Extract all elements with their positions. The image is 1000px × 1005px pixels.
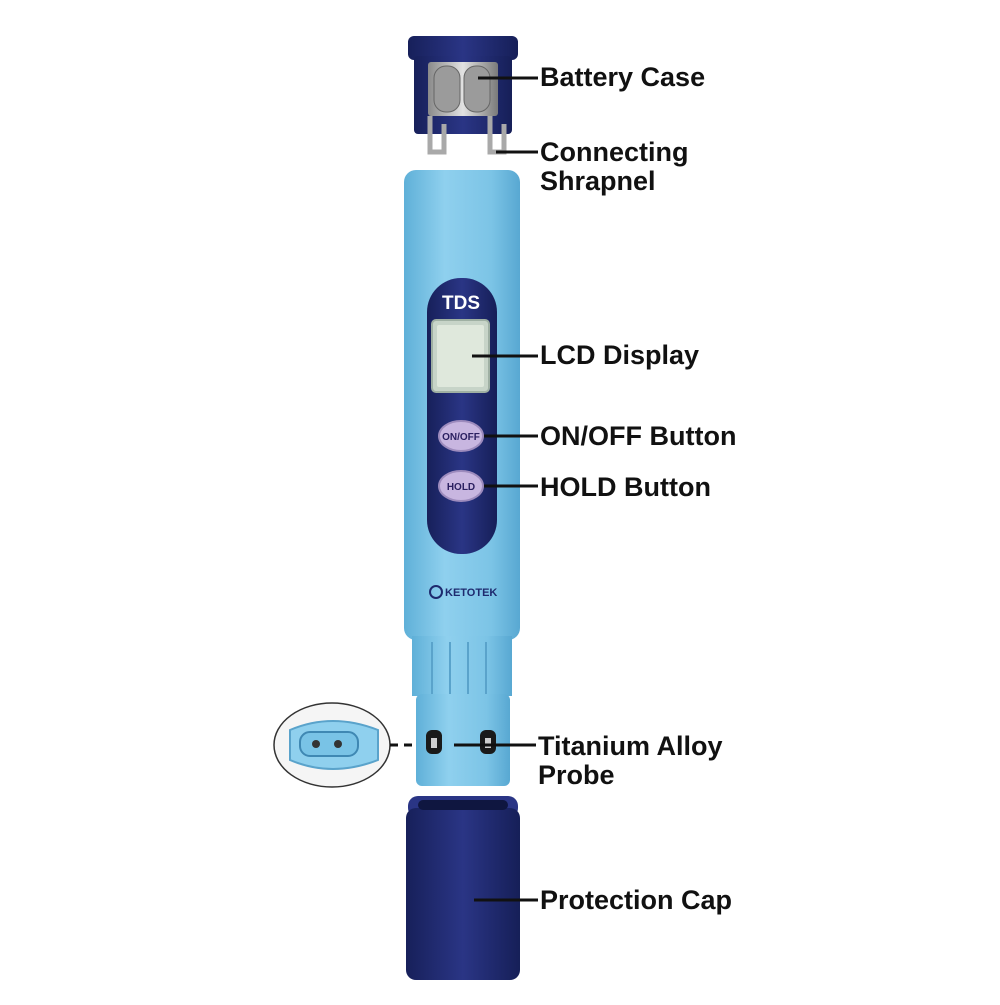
callout-protection-cap: Protection Cap — [540, 886, 732, 915]
callout-line: Protection Cap — [540, 885, 733, 915]
callout-line: Probe — [538, 760, 615, 790]
leader-lines — [454, 76, 538, 902]
on-off-button-label: ON/OFF — [442, 432, 480, 443]
callout-battery-case: Battery Case — [540, 63, 705, 92]
callout-line: Titanium Alloy — [538, 731, 723, 761]
callout-line: LCD Display — [540, 340, 700, 370]
protection-cap — [406, 796, 520, 980]
callout-line: HOLD Button — [540, 472, 711, 502]
meter-body — [404, 170, 520, 640]
callout-lcd-display: LCD Display — [540, 341, 699, 370]
callout-line: Battery Case — [540, 62, 706, 92]
meter-label: TDS — [442, 293, 480, 314]
callout-line: Connecting — [540, 137, 689, 167]
brand-logo-text: KETOTEK — [445, 587, 497, 599]
callout-line: Shrapnel — [540, 166, 656, 196]
callout-hold-button: HOLD Button — [540, 473, 711, 502]
battery-case — [408, 36, 518, 134]
hold-button-label: HOLD — [447, 482, 475, 493]
probe-closeup-inset — [273, 702, 418, 788]
probe-section — [412, 636, 512, 786]
callout-on-off-button: ON/OFF Button — [540, 422, 736, 451]
callout-line: ON/OFF Button — [540, 421, 737, 451]
